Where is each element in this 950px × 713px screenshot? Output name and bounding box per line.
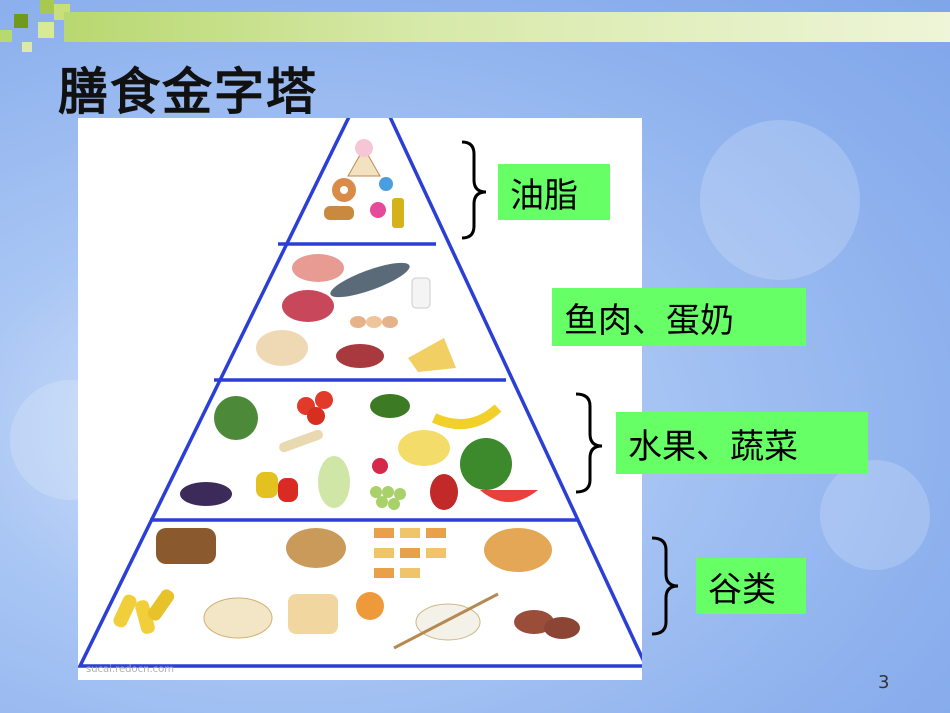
header-band (64, 12, 950, 42)
lollipop-icon (379, 177, 393, 191)
candy-icon (370, 202, 386, 218)
pear-icon (430, 474, 458, 510)
food-pyramid (78, 118, 642, 668)
page-number: 3 (878, 672, 890, 693)
bracket-grains-svg (651, 536, 679, 636)
label-produce: 水果、蔬菜 (616, 412, 868, 474)
bananas-icon (431, 404, 502, 429)
lettuce-icon (318, 456, 350, 508)
corn-flakes-icon (356, 592, 384, 620)
tier-brackets (461, 140, 487, 240)
tier-produce-foods (180, 391, 538, 510)
yellow-pepper-icon (256, 472, 278, 498)
beef-icon (282, 290, 334, 322)
tier-grain-foods (113, 528, 580, 650)
bread-loaf-icon (156, 528, 216, 564)
bokeh-decoration (820, 460, 930, 570)
bun-icon (484, 528, 552, 572)
red-pepper-icon (278, 478, 298, 502)
parsnip-icon (279, 429, 323, 453)
oil-bottle-icon (392, 198, 404, 228)
pyramid-outline (78, 118, 642, 668)
eggplant-icon (180, 482, 232, 506)
fusilli-icon (113, 589, 175, 634)
steak-icon (336, 344, 384, 368)
cereal-bowl-icon (286, 528, 346, 568)
toast-icon (288, 594, 338, 634)
grapes-icon (370, 486, 406, 510)
pasta-bows-icon (374, 528, 446, 578)
label-protein: 鱼肉、蛋奶 (552, 288, 806, 346)
slide-title: 膳食金字塔 (58, 62, 318, 121)
bracket-grains (651, 536, 679, 636)
potatoes-icon (514, 610, 580, 639)
cabbage-icon (214, 396, 258, 440)
tier-protein-foods (256, 254, 456, 372)
bokeh-decoration (700, 120, 860, 280)
cookies-icon (324, 206, 354, 220)
tier-oils-foods (324, 139, 404, 228)
watermark-text: sucai.redocn.com (86, 664, 175, 675)
cheese-icon (408, 338, 456, 372)
chicken-icon (256, 330, 308, 366)
bracket-oils (461, 140, 487, 240)
label-grains: 谷类 (696, 558, 806, 614)
fish-icon (330, 262, 410, 298)
tomatoes-icon (297, 391, 333, 425)
ham-icon (292, 254, 344, 282)
eggs-icon (350, 316, 398, 328)
ice-cream-scoop-icon (355, 139, 373, 157)
milk-icon (411, 277, 431, 309)
watermelon-slice-icon (480, 490, 538, 502)
corner-decoration (0, 0, 80, 60)
label-oils: 油脂 (498, 164, 610, 220)
raspberries-icon (372, 458, 388, 474)
ice-cream-icon (347, 146, 381, 177)
bracket-produce (575, 392, 603, 494)
melon-icon (398, 430, 450, 466)
avocado-icon (370, 394, 410, 418)
bracket-produce-svg (575, 392, 603, 494)
watermelon-icon (460, 438, 512, 490)
chopsticks-icon (393, 592, 499, 650)
bread-slices-icon (203, 597, 273, 639)
